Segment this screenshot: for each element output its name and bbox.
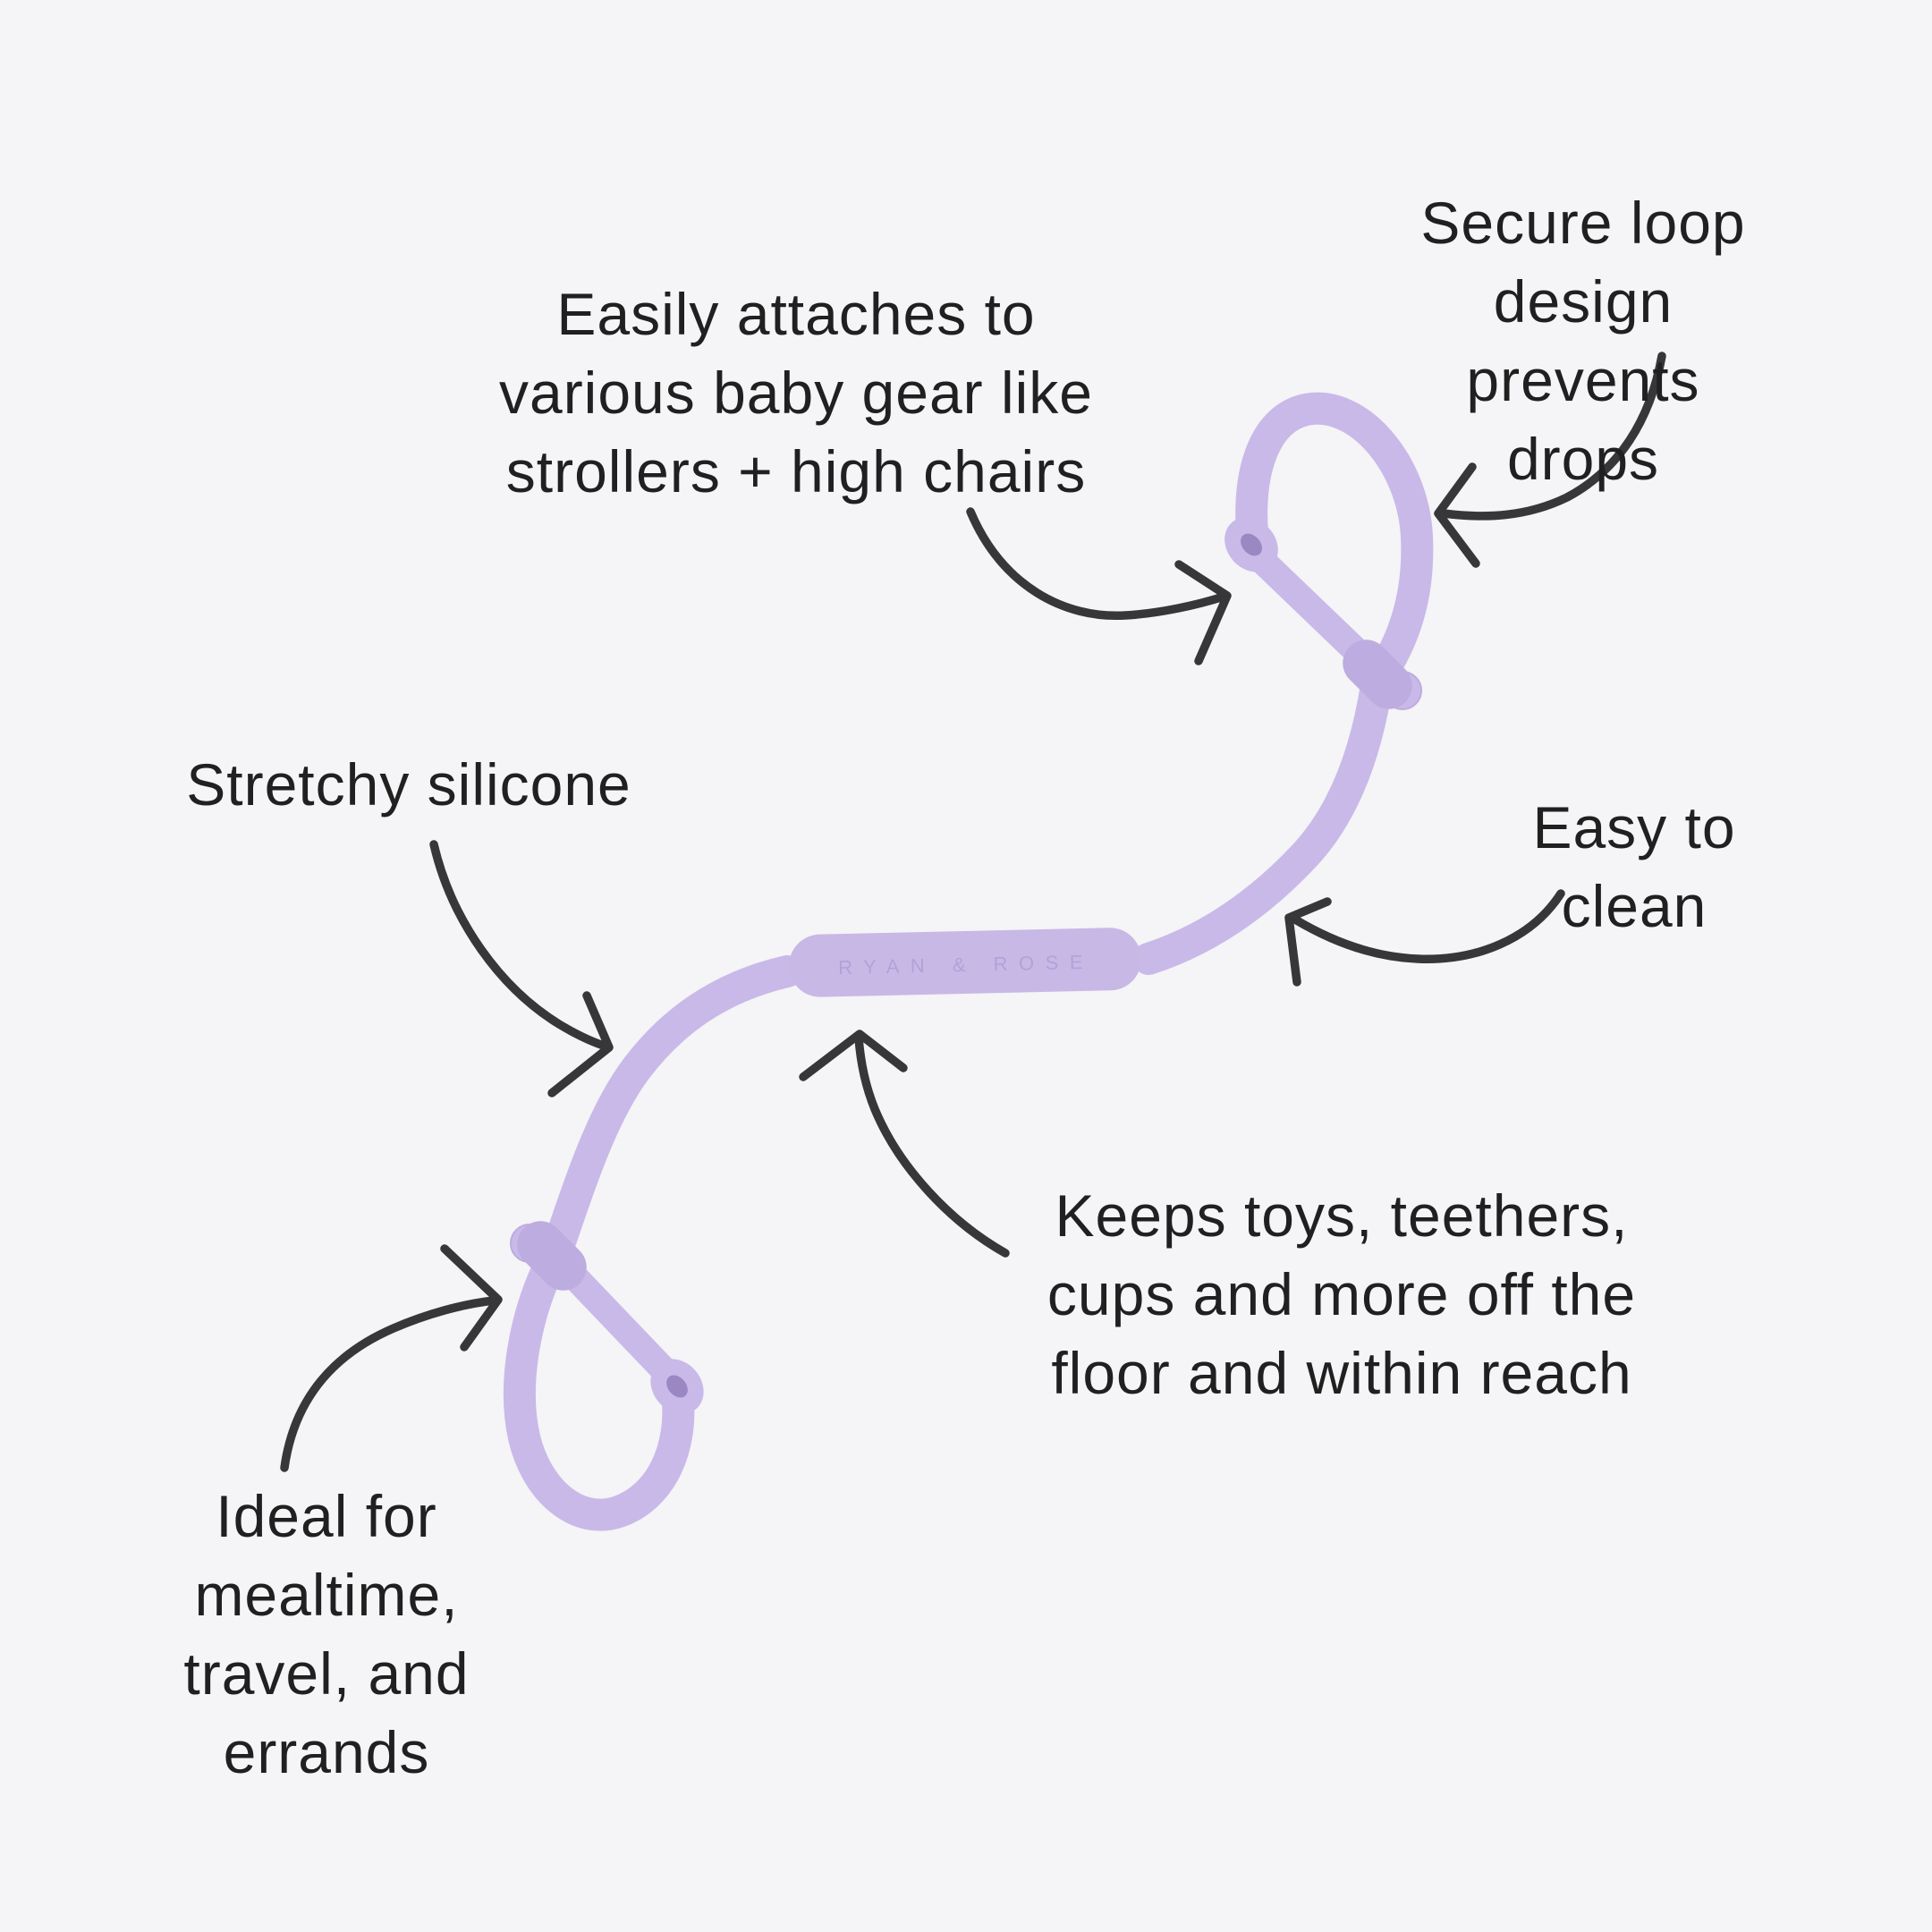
arrow-clean-line bbox=[1291, 889, 1565, 963]
arrow-keeps-head bbox=[799, 1030, 908, 1081]
lower-loop bbox=[504, 1254, 695, 1531]
brand-bar-shape bbox=[789, 928, 1141, 997]
callout-attaches: Easily attaches to various baby gear lik… bbox=[498, 281, 1094, 504]
arrow-keeps-line bbox=[854, 1033, 1010, 1258]
arrow-attach-line bbox=[966, 507, 1228, 621]
strap-lower-segment bbox=[540, 955, 803, 1268]
arrow-stretchy-line bbox=[429, 840, 611, 1051]
lower-eyelet-hole bbox=[666, 1375, 688, 1398]
brand-bar: RYAN & ROSE bbox=[789, 928, 1141, 997]
callout-stretchy: Stretchy silicone bbox=[186, 751, 631, 818]
callout-ideal-for: Ideal for mealtime, travel, and errands bbox=[183, 1483, 470, 1785]
upper-eyelet bbox=[1224, 517, 1278, 572]
upper-eyelet-hole bbox=[1241, 533, 1262, 556]
strap-upper-segment bbox=[1132, 664, 1394, 975]
lower-slider bbox=[517, 1221, 587, 1291]
callout-keeps-toys: Keeps toys, teethers, cups and more off … bbox=[1046, 1182, 1637, 1406]
arrow-secure bbox=[1434, 352, 1666, 568]
arrow-stretchy bbox=[429, 840, 614, 1097]
arrow-clean bbox=[1284, 889, 1565, 987]
lower-eyelet bbox=[650, 1359, 704, 1414]
arrow-ideal bbox=[280, 1244, 503, 1472]
arrow-secure-line bbox=[1439, 352, 1666, 521]
annotation-arrows bbox=[280, 352, 1666, 1472]
callout-secure-loop: Secure loop design prevents drops bbox=[1420, 190, 1746, 492]
callout-easy-to-clean: Easy to clean bbox=[1532, 794, 1736, 939]
arrow-stretchy-head bbox=[547, 991, 614, 1097]
arrow-ideal-line bbox=[280, 1296, 498, 1472]
toy-strap-product: RYAN & ROSE bbox=[504, 392, 1434, 1531]
arrow-ideal-head bbox=[440, 1244, 503, 1352]
arrow-keeps bbox=[799, 1030, 1010, 1258]
upper-slider bbox=[1343, 640, 1412, 709]
arrow-secure-head bbox=[1434, 462, 1480, 568]
arrow-attach bbox=[966, 507, 1232, 665]
arrow-clean-head bbox=[1284, 897, 1332, 987]
upper-loop bbox=[1235, 392, 1434, 689]
arrow-attach-head bbox=[1174, 560, 1232, 665]
